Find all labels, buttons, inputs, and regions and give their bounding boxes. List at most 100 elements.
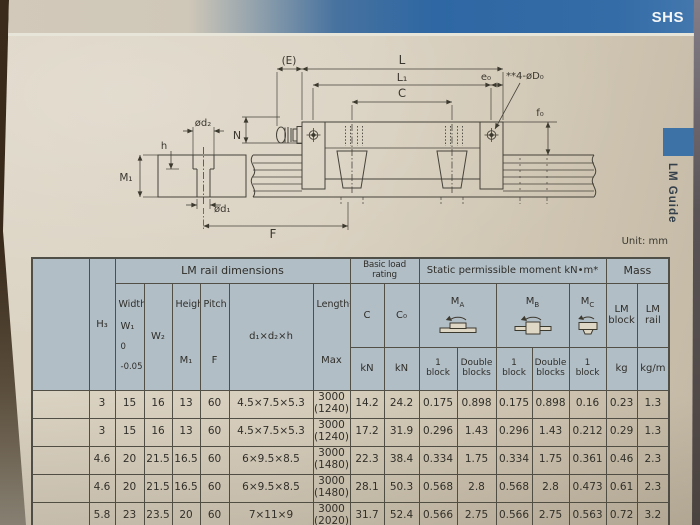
technical-drawing: (E) L L₁ e₀ **4-øD₀ C f₀ N ød₂ h M₁ ød₁ …	[119, 53, 597, 241]
desk-edge-right	[690, 0, 700, 525]
side-tab-marker	[663, 128, 694, 156]
table-cell: 0.473	[568, 473, 607, 503]
table-cell: 60	[199, 473, 230, 503]
table-cell: 24.2	[383, 389, 420, 419]
lm-block-drawing	[276, 121, 504, 193]
table-cell: 5.8	[88, 501, 116, 525]
header-ma-double: Double blocks	[456, 346, 497, 391]
table-cell: 20	[114, 473, 145, 503]
table-cell: 3000 (1240)	[312, 389, 351, 419]
rail-cross-section-drawing	[157, 147, 247, 206]
dim-label-n: N	[233, 129, 241, 142]
header-height-label: Height	[175, 299, 200, 310]
dimension-lines	[137, 66, 557, 230]
dim-label-e0: e₀	[481, 72, 491, 83]
table-cell: 20	[171, 501, 201, 525]
page-title: SHS	[651, 9, 684, 26]
table-cell: 6×9.5×8.5	[228, 473, 314, 503]
table-cell: 0.23	[605, 389, 638, 419]
table-cell: 4.6	[88, 445, 116, 475]
table-cell: 4.6	[88, 473, 116, 503]
header-group-basic-load-rating: Basic load rating	[349, 257, 420, 284]
dim-label-d2: ød₂	[195, 118, 211, 129]
table-cell: 2.8	[456, 473, 497, 503]
table-cell: 15	[114, 389, 145, 419]
table-cell: 1.3	[636, 417, 670, 447]
table-cell	[31, 417, 90, 447]
header-max: Max	[321, 355, 342, 366]
table-cell: 3000 (1240)	[312, 417, 351, 447]
table-cell: 3000 (1480)	[312, 445, 351, 475]
header-lm-rail: LM rail	[636, 282, 670, 348]
header-model-blank	[31, 257, 90, 391]
table-cell: 13	[171, 417, 201, 447]
table-cell: 23	[114, 501, 145, 525]
moment-mb-icon	[514, 315, 552, 334]
table-cell: 1.43	[456, 417, 497, 447]
table-cell: 50.3	[383, 473, 420, 503]
table-cell: 31.7	[349, 501, 385, 525]
header-mc: MC	[568, 282, 607, 348]
dim-label-l1: L₁	[397, 71, 408, 84]
table-cell: 0.212	[568, 417, 607, 447]
table-cell: 0.16	[568, 389, 607, 419]
table-cell: 17.2	[349, 417, 385, 447]
table-cell: 0.563	[568, 501, 607, 525]
dim-label-d1: ød₁	[214, 204, 230, 215]
table-cell: 3000 (2020)	[312, 501, 351, 525]
header-mb-double: Double blocks	[531, 346, 570, 391]
header-w1-tol-top: 0	[120, 342, 126, 353]
table-cell: 0.296	[495, 417, 533, 447]
header-length: Length* Max	[312, 282, 351, 391]
table-cell: 16	[143, 389, 173, 419]
table-cell: 60	[199, 417, 230, 447]
rail-side-view-drawing	[250, 154, 597, 206]
dim-label-f: F	[270, 227, 277, 241]
header-mb: MB	[495, 282, 570, 348]
table-cell: 38.4	[383, 445, 420, 475]
table-cell: 1.75	[456, 445, 497, 475]
header-w1-tol-bottom: -0.05	[120, 362, 143, 373]
table-cell: 15	[114, 417, 145, 447]
table-cell: 2.75	[456, 501, 497, 525]
unit-label: Unit: mm	[621, 236, 668, 247]
header-ma-1block: 1 block	[418, 346, 458, 391]
dim-label-m1: M₁	[119, 172, 132, 184]
header-mc-1block: 1 block	[568, 346, 607, 391]
dim-label-h: h	[161, 141, 167, 152]
table-cell	[31, 501, 90, 525]
header-length-label: Length*	[316, 299, 350, 310]
dim-label-f0: f₀	[536, 108, 544, 119]
header-d1d2h: d₁×d₂×h	[228, 282, 314, 391]
header-kg-m: kg/m	[636, 346, 670, 391]
table-cell: 6×9.5×8.5	[228, 445, 314, 475]
header-c0: C₀	[383, 282, 420, 348]
table-cell: 3	[88, 417, 116, 447]
table-cell: 16.5	[171, 473, 201, 503]
dim-label-l: L	[399, 53, 406, 67]
table-cell: 0.568	[495, 473, 533, 503]
table-cell: 60	[199, 389, 230, 419]
table-cell: 23.5	[143, 501, 173, 525]
table-cell: 4.5×7.5×5.3	[228, 389, 314, 419]
table-cell: 0.296	[418, 417, 458, 447]
header-pitch-label: Pitch	[203, 299, 227, 310]
header-mb-label: MB	[525, 295, 540, 309]
header-group-lm-rail-dimensions: LM rail dimensions	[114, 257, 351, 284]
table-cell: 3	[88, 389, 116, 419]
table-cell: 28.1	[349, 473, 385, 503]
table-cell: 0.361	[568, 445, 607, 475]
table-cell: 0.61	[605, 473, 638, 503]
moment-mc-icon	[577, 314, 598, 334]
dim-label-hole-callout: **4-øD₀	[506, 71, 544, 82]
dim-label-c: C	[398, 86, 406, 100]
table-cell: 2.3	[636, 473, 670, 503]
table-cell: 0.334	[418, 445, 458, 475]
header-m1: M₁	[179, 355, 193, 366]
